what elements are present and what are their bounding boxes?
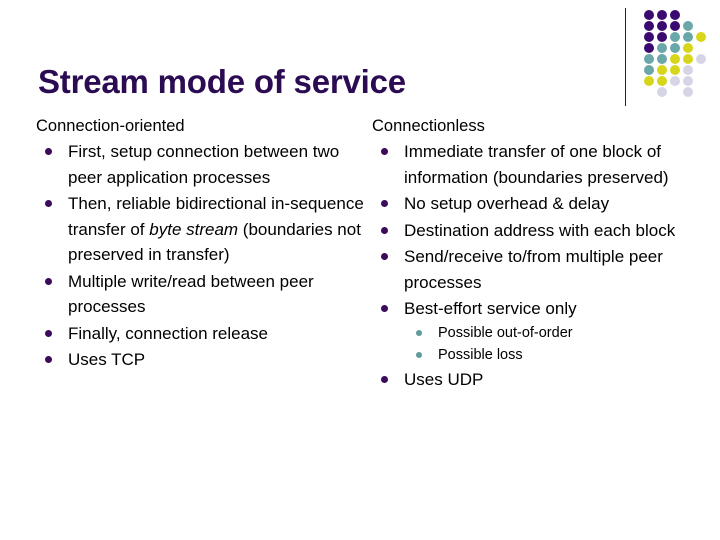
logo-dot-purple bbox=[644, 10, 654, 20]
bullet-item: Finally, connection release bbox=[36, 321, 366, 347]
bullet-item: Destination address with each block bbox=[372, 218, 702, 244]
bullet-text-run: Then, reliable bidirectional in-sequence… bbox=[68, 194, 364, 239]
bullet-text: Then, reliable bidirectional in-sequence… bbox=[68, 194, 364, 264]
bullet-dot-icon bbox=[381, 305, 388, 312]
logo-dot-lavender bbox=[683, 76, 693, 86]
logo-dot-purple bbox=[644, 21, 654, 31]
bullet-item: Then, reliable bidirectional in-sequence… bbox=[36, 191, 366, 268]
bullet-item: Uses TCP bbox=[36, 347, 366, 373]
bullet-item: No setup overhead & delay bbox=[372, 191, 702, 217]
bullet-text: Uses TCP bbox=[68, 350, 146, 369]
logo-dot-teal bbox=[670, 43, 680, 53]
bullet-text-emphasis: byte stream bbox=[149, 219, 239, 239]
bullet-dot-icon bbox=[381, 226, 388, 234]
column-heading-connection-oriented: Connection-oriented bbox=[36, 117, 185, 135]
logo-dot-lavender bbox=[696, 54, 706, 64]
logo-dot-teal bbox=[657, 43, 667, 53]
logo-dot-teal bbox=[657, 54, 667, 64]
bullet-text: Finally, connection release bbox=[68, 323, 269, 343]
bullet-text: Immediate transfer of one block of infor… bbox=[404, 142, 669, 187]
logo-dot-purple bbox=[657, 32, 667, 42]
bullet-dot-icon bbox=[45, 200, 52, 207]
bullet-dot-icon bbox=[381, 253, 388, 260]
logo-dot-yellow bbox=[696, 32, 706, 42]
bullet-dot-icon bbox=[381, 200, 388, 207]
bullet-list-connectionless: Immediate transfer of one block of infor… bbox=[372, 139, 702, 392]
sub-bullet-item: Possible out-of-order bbox=[404, 322, 702, 344]
page-title: Stream mode of service bbox=[38, 63, 406, 101]
bullet-item: First, setup connection between two peer… bbox=[36, 139, 366, 190]
logo-dot-lavender bbox=[657, 87, 667, 97]
logo-dot-lavender bbox=[683, 87, 693, 97]
header-divider-line bbox=[625, 8, 626, 106]
logo-dot-yellow bbox=[683, 43, 693, 53]
logo-dot-teal bbox=[683, 21, 693, 31]
logo-dot-yellow bbox=[657, 76, 667, 86]
bullet-text: Best-effort service only bbox=[404, 299, 577, 318]
logo-dot-purple bbox=[644, 43, 654, 53]
bullet-dot-icon bbox=[381, 148, 388, 155]
logo-dot-yellow bbox=[657, 65, 667, 75]
bullet-text-run: (boundaries not preserved in transfer) bbox=[68, 219, 361, 265]
logo-dot-yellow bbox=[670, 54, 680, 64]
logo-dot-purple bbox=[644, 32, 654, 42]
bullet-dot-icon bbox=[45, 329, 52, 337]
bullet-item: Send/receive to/from multiple peer proce… bbox=[372, 244, 702, 295]
sub-bullet-text: Possible out-of-order bbox=[438, 324, 573, 341]
logo-dot-yellow bbox=[683, 54, 693, 64]
bullet-dot-icon bbox=[45, 277, 52, 285]
logo-dot-yellow bbox=[644, 76, 654, 86]
logo-dot-yellow bbox=[670, 65, 680, 75]
logo-dot-teal bbox=[670, 32, 680, 42]
column-heading-connectionless: Connectionless bbox=[372, 117, 485, 135]
bullet-text: Uses UDP bbox=[404, 369, 484, 389]
bullet-text: Multiple write/read between peer process… bbox=[68, 271, 314, 317]
bullet-dot-icon bbox=[45, 148, 52, 155]
sub-bullet-text: Possible loss bbox=[438, 346, 523, 363]
sub-bullet-item: Possible loss bbox=[404, 344, 702, 366]
bullet-text: Destination address with each block bbox=[404, 220, 676, 240]
logo-dot-purple bbox=[670, 10, 680, 20]
logo-dot-teal bbox=[683, 32, 693, 42]
logo-dot-teal bbox=[644, 54, 654, 64]
dot-grid-logo bbox=[644, 10, 710, 97]
logo-dot-lavender bbox=[683, 65, 693, 75]
logo-dot-purple bbox=[657, 21, 667, 31]
bullet-text: No setup overhead & delay bbox=[404, 194, 610, 213]
logo-dot-purple bbox=[670, 21, 680, 31]
bullet-item: Immediate transfer of one block of infor… bbox=[372, 139, 702, 190]
sub-bullet-dot-icon bbox=[416, 329, 422, 336]
bullet-text: First, setup connection between two peer… bbox=[68, 142, 340, 187]
bullet-item: Uses UDP bbox=[372, 367, 702, 393]
sub-bullet-dot-icon bbox=[416, 351, 422, 358]
bullet-text: Send/receive to/from multiple peer proce… bbox=[404, 247, 663, 292]
bullet-dot-icon bbox=[45, 356, 52, 363]
logo-dot-purple bbox=[657, 10, 667, 20]
bullet-item: Multiple write/read between peer process… bbox=[36, 269, 366, 320]
logo-dot-teal bbox=[644, 65, 654, 75]
logo-dot-lavender bbox=[670, 76, 680, 86]
bullet-dot-icon bbox=[381, 375, 388, 383]
bullet-list-connection-oriented: First, setup connection between two peer… bbox=[36, 139, 366, 373]
